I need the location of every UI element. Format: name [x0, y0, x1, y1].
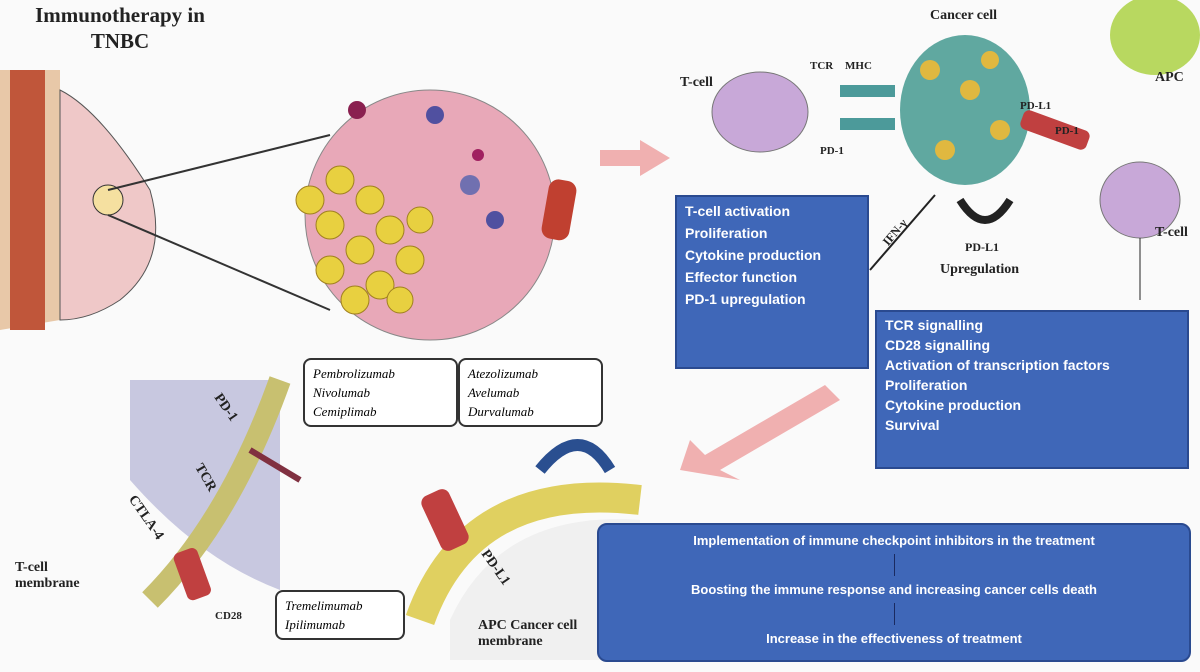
outcome-step: Boosting the immune response and increas…	[690, 582, 1097, 597]
label-upregulation: Upregulation	[940, 262, 1020, 277]
drug-name: Tremelimumab	[285, 598, 363, 613]
arrow-down	[893, 554, 895, 576]
box-item: TCR signalling	[885, 317, 983, 333]
box-item: CD28 signalling	[885, 337, 991, 353]
outcome-step: Increase in the effectiveness of treatme…	[766, 631, 1022, 646]
outcome-box: Implementation of immune checkpoint inhi…	[597, 523, 1191, 662]
label-mhc: MHC	[845, 60, 872, 72]
drug-name: Durvalumab	[468, 404, 534, 419]
label-t-cell-top: T-cell	[680, 75, 713, 90]
box-item: Proliferation	[885, 377, 968, 393]
label-pd-l1-up: PD-L1	[965, 240, 999, 254]
label-t-cell-right: T-cell	[1155, 225, 1188, 240]
label-cancer-cell: Cancer cell	[930, 8, 997, 23]
arrow-down	[893, 603, 895, 625]
box-item: Activation of transcription factors	[885, 357, 1110, 373]
label-apc: APC	[1155, 70, 1184, 85]
box-item: Cytokine production	[885, 397, 1022, 413]
label-pd-1-right: PD-1	[1055, 125, 1079, 137]
box-item: Effector function	[685, 269, 797, 285]
label-cd28: CD28	[215, 610, 242, 622]
signalling-box: TCR signalling CD28 signalling Activatio…	[875, 310, 1189, 469]
drug-name: Atezolizumab	[468, 366, 539, 381]
page-title: Immunotherapy in TNBC	[35, 3, 205, 53]
label-pd-1-top: PD-1	[820, 145, 844, 157]
label-apc-cancer-membrane: APC Cancer cell membrane	[478, 618, 578, 649]
drug-name: Nivolumab	[313, 385, 371, 400]
label-t-cell-membrane: T-cell membrane	[15, 560, 80, 591]
box-item: T-cell activation	[685, 203, 791, 219]
outcome-step: Implementation of immune checkpoint inhi…	[693, 533, 1095, 548]
box-item: Survival	[885, 417, 940, 433]
drug-name: Ipilimumab	[285, 617, 345, 632]
t-cell-effects-box: T-cell activation Proliferation Cytokine…	[675, 195, 869, 369]
box-item: Proliferation	[685, 225, 768, 241]
label-tcr: TCR	[810, 60, 834, 72]
box-item: Cytokine production	[685, 247, 822, 263]
drug-name: Avelumab	[468, 385, 520, 400]
label-pd-l1-top: PD-L1	[1020, 100, 1052, 112]
box-item: PD-1 upregulation	[685, 291, 806, 307]
drug-name: Pembrolizumab	[313, 366, 395, 381]
drug-name: Cemiplimab	[313, 404, 377, 419]
